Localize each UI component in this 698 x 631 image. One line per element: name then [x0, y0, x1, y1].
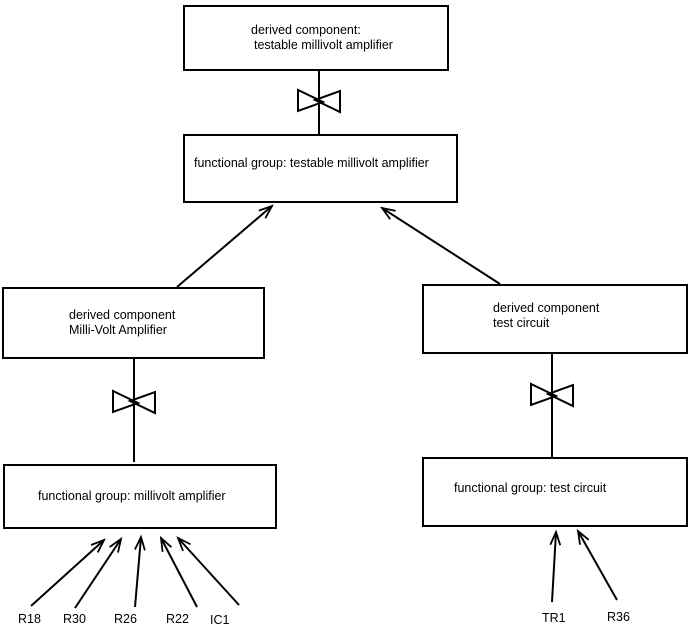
bowtie-icon — [530, 382, 574, 408]
leaf-arrow-r26 — [134, 534, 146, 608]
node-derived-component-testable-amplifier: derived component: testable millivolt am… — [183, 5, 449, 71]
inheritance-arrow-left — [176, 204, 274, 288]
leaf-arrow-ic1 — [176, 536, 240, 606]
node-label-line2: Milli-Volt Amplifier — [69, 323, 167, 337]
inheritance-arrow-right — [379, 206, 501, 285]
node-label-line1: derived component: — [251, 23, 361, 37]
node-label-line2: testable millivolt amplifier — [254, 38, 393, 52]
leaf-arrow-r30 — [74, 536, 123, 609]
leaf-arrow-r22 — [159, 535, 198, 608]
bowtie-icon — [297, 88, 341, 114]
leaf-label-r30: R30 — [63, 612, 86, 626]
leaf-label-r26: R26 — [114, 612, 137, 626]
leaf-label-r36: R36 — [607, 610, 630, 624]
node-label: functional group: test circuit — [454, 480, 607, 495]
node-functional-group-millivolt-amplifier: functional group: millivolt amplifier — [3, 464, 277, 529]
node-derived-component-milli-volt-amplifier: derived component Milli-Volt Amplifier — [2, 287, 265, 359]
node-label: functional group: millivolt amplifier — [38, 489, 226, 503]
node-label-line2: test circuit — [493, 316, 550, 330]
node-derived-component-test-circuit: derived component test circuit — [422, 284, 688, 354]
node-label: functional group: testable millivolt amp… — [194, 156, 429, 170]
bowtie-icon — [112, 389, 156, 415]
leaf-arrow-tr1 — [549, 529, 562, 603]
node-functional-group-testable-amplifier: functional group: testable millivolt amp… — [183, 134, 458, 203]
leaf-label-ic1: IC1 — [210, 613, 230, 627]
node-functional-group-test-circuit: functional group: test circuit — [422, 457, 688, 527]
leaf-arrow-r18 — [30, 538, 106, 607]
node-label-line1: derived component — [69, 308, 176, 322]
node-label-line1: derived component — [493, 301, 600, 315]
leaf-label-r18: R18 — [18, 612, 41, 626]
leaf-arrow-r36 — [576, 528, 618, 601]
leaf-label-tr1: TR1 — [542, 611, 566, 625]
leaf-label-r22: R22 — [166, 612, 189, 626]
